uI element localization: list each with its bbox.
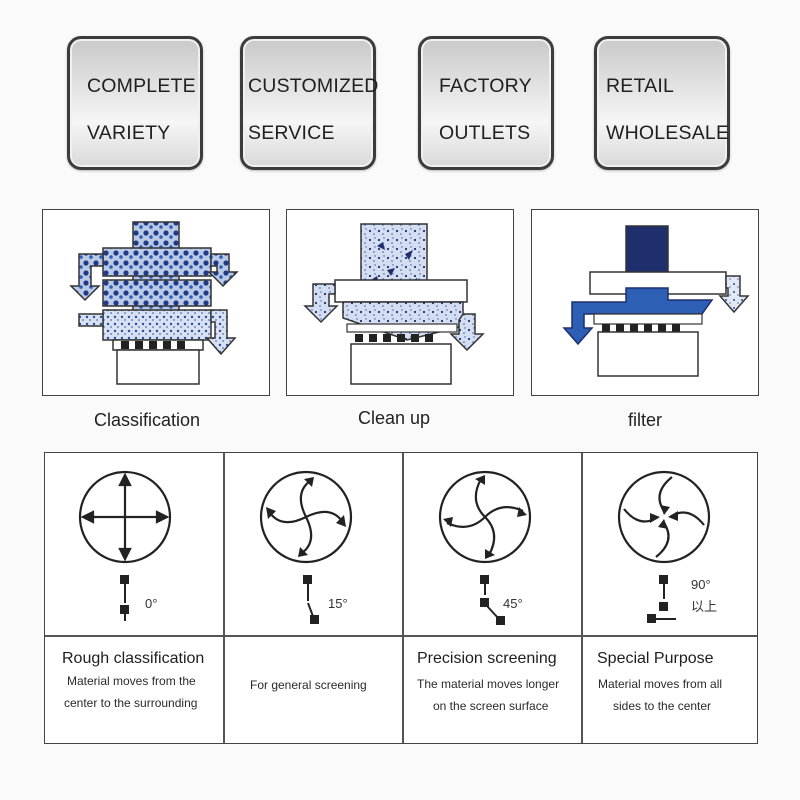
badge-line1: COMPLETE bbox=[87, 75, 196, 97]
angle-label: 90° bbox=[691, 577, 711, 592]
badge-customized-service: CUSTOMIZED SERVICE bbox=[240, 36, 379, 170]
classification-illustration bbox=[69, 221, 239, 385]
motion-title: Special Purpose bbox=[597, 650, 714, 667]
badge-complete-variety: COMPLETE VARIETY bbox=[67, 36, 203, 170]
table-divider bbox=[223, 453, 225, 743]
motion-desc: Material moves from the bbox=[67, 674, 196, 688]
swirl-medium-icon bbox=[438, 470, 532, 625]
motion-desc: sides to the center bbox=[613, 699, 712, 713]
badge-line1: RETAIL bbox=[606, 75, 675, 97]
cleanup-diagram bbox=[286, 209, 514, 396]
motion-title: Rough classification bbox=[62, 650, 205, 667]
filter-diagram bbox=[531, 209, 759, 396]
badge-retail-wholesale: RETAIL WHOLESALE bbox=[594, 36, 730, 170]
motion-desc: For general screening bbox=[250, 678, 367, 692]
angle-label: 15° bbox=[328, 596, 348, 611]
badge-line2: WHOLESALE bbox=[606, 122, 730, 144]
classification-label: Classification bbox=[94, 410, 201, 430]
motion-table: 0° 15° bbox=[44, 452, 758, 744]
table-divider bbox=[402, 453, 404, 743]
classification-diagram bbox=[42, 209, 270, 396]
badge-line2: SERVICE bbox=[248, 122, 335, 144]
table-divider bbox=[581, 453, 583, 743]
angle-label: 0° bbox=[145, 596, 158, 611]
badge-factory-outlets: FACTORY OUTLETS bbox=[418, 36, 554, 170]
badge-line2: VARIETY bbox=[87, 122, 171, 144]
motion-title: Precision screening bbox=[417, 650, 557, 667]
motion-desc: The material moves longer bbox=[417, 677, 560, 691]
motion-desc: center to the surrounding bbox=[64, 696, 198, 710]
inward-motion-icon bbox=[617, 470, 711, 623]
filter-illustration bbox=[562, 225, 750, 377]
badge-line2: OUTLETS bbox=[439, 122, 531, 144]
cleanup-illustration bbox=[303, 223, 485, 385]
filter-label: filter bbox=[628, 410, 663, 430]
angle-label: 45° bbox=[503, 596, 523, 611]
swirl-light-icon bbox=[259, 470, 353, 624]
motion-desc: Material moves from all bbox=[598, 677, 723, 691]
radial-motion-icon bbox=[78, 470, 172, 621]
angle-label-secondary: 以上 bbox=[691, 599, 718, 614]
cleanup-label: Clean up bbox=[358, 408, 431, 428]
badge-line1: CUSTOMIZED bbox=[248, 75, 379, 97]
motion-desc: on the screen surface bbox=[433, 699, 549, 713]
badge-line1: FACTORY bbox=[439, 75, 532, 97]
table-divider bbox=[45, 635, 757, 637]
